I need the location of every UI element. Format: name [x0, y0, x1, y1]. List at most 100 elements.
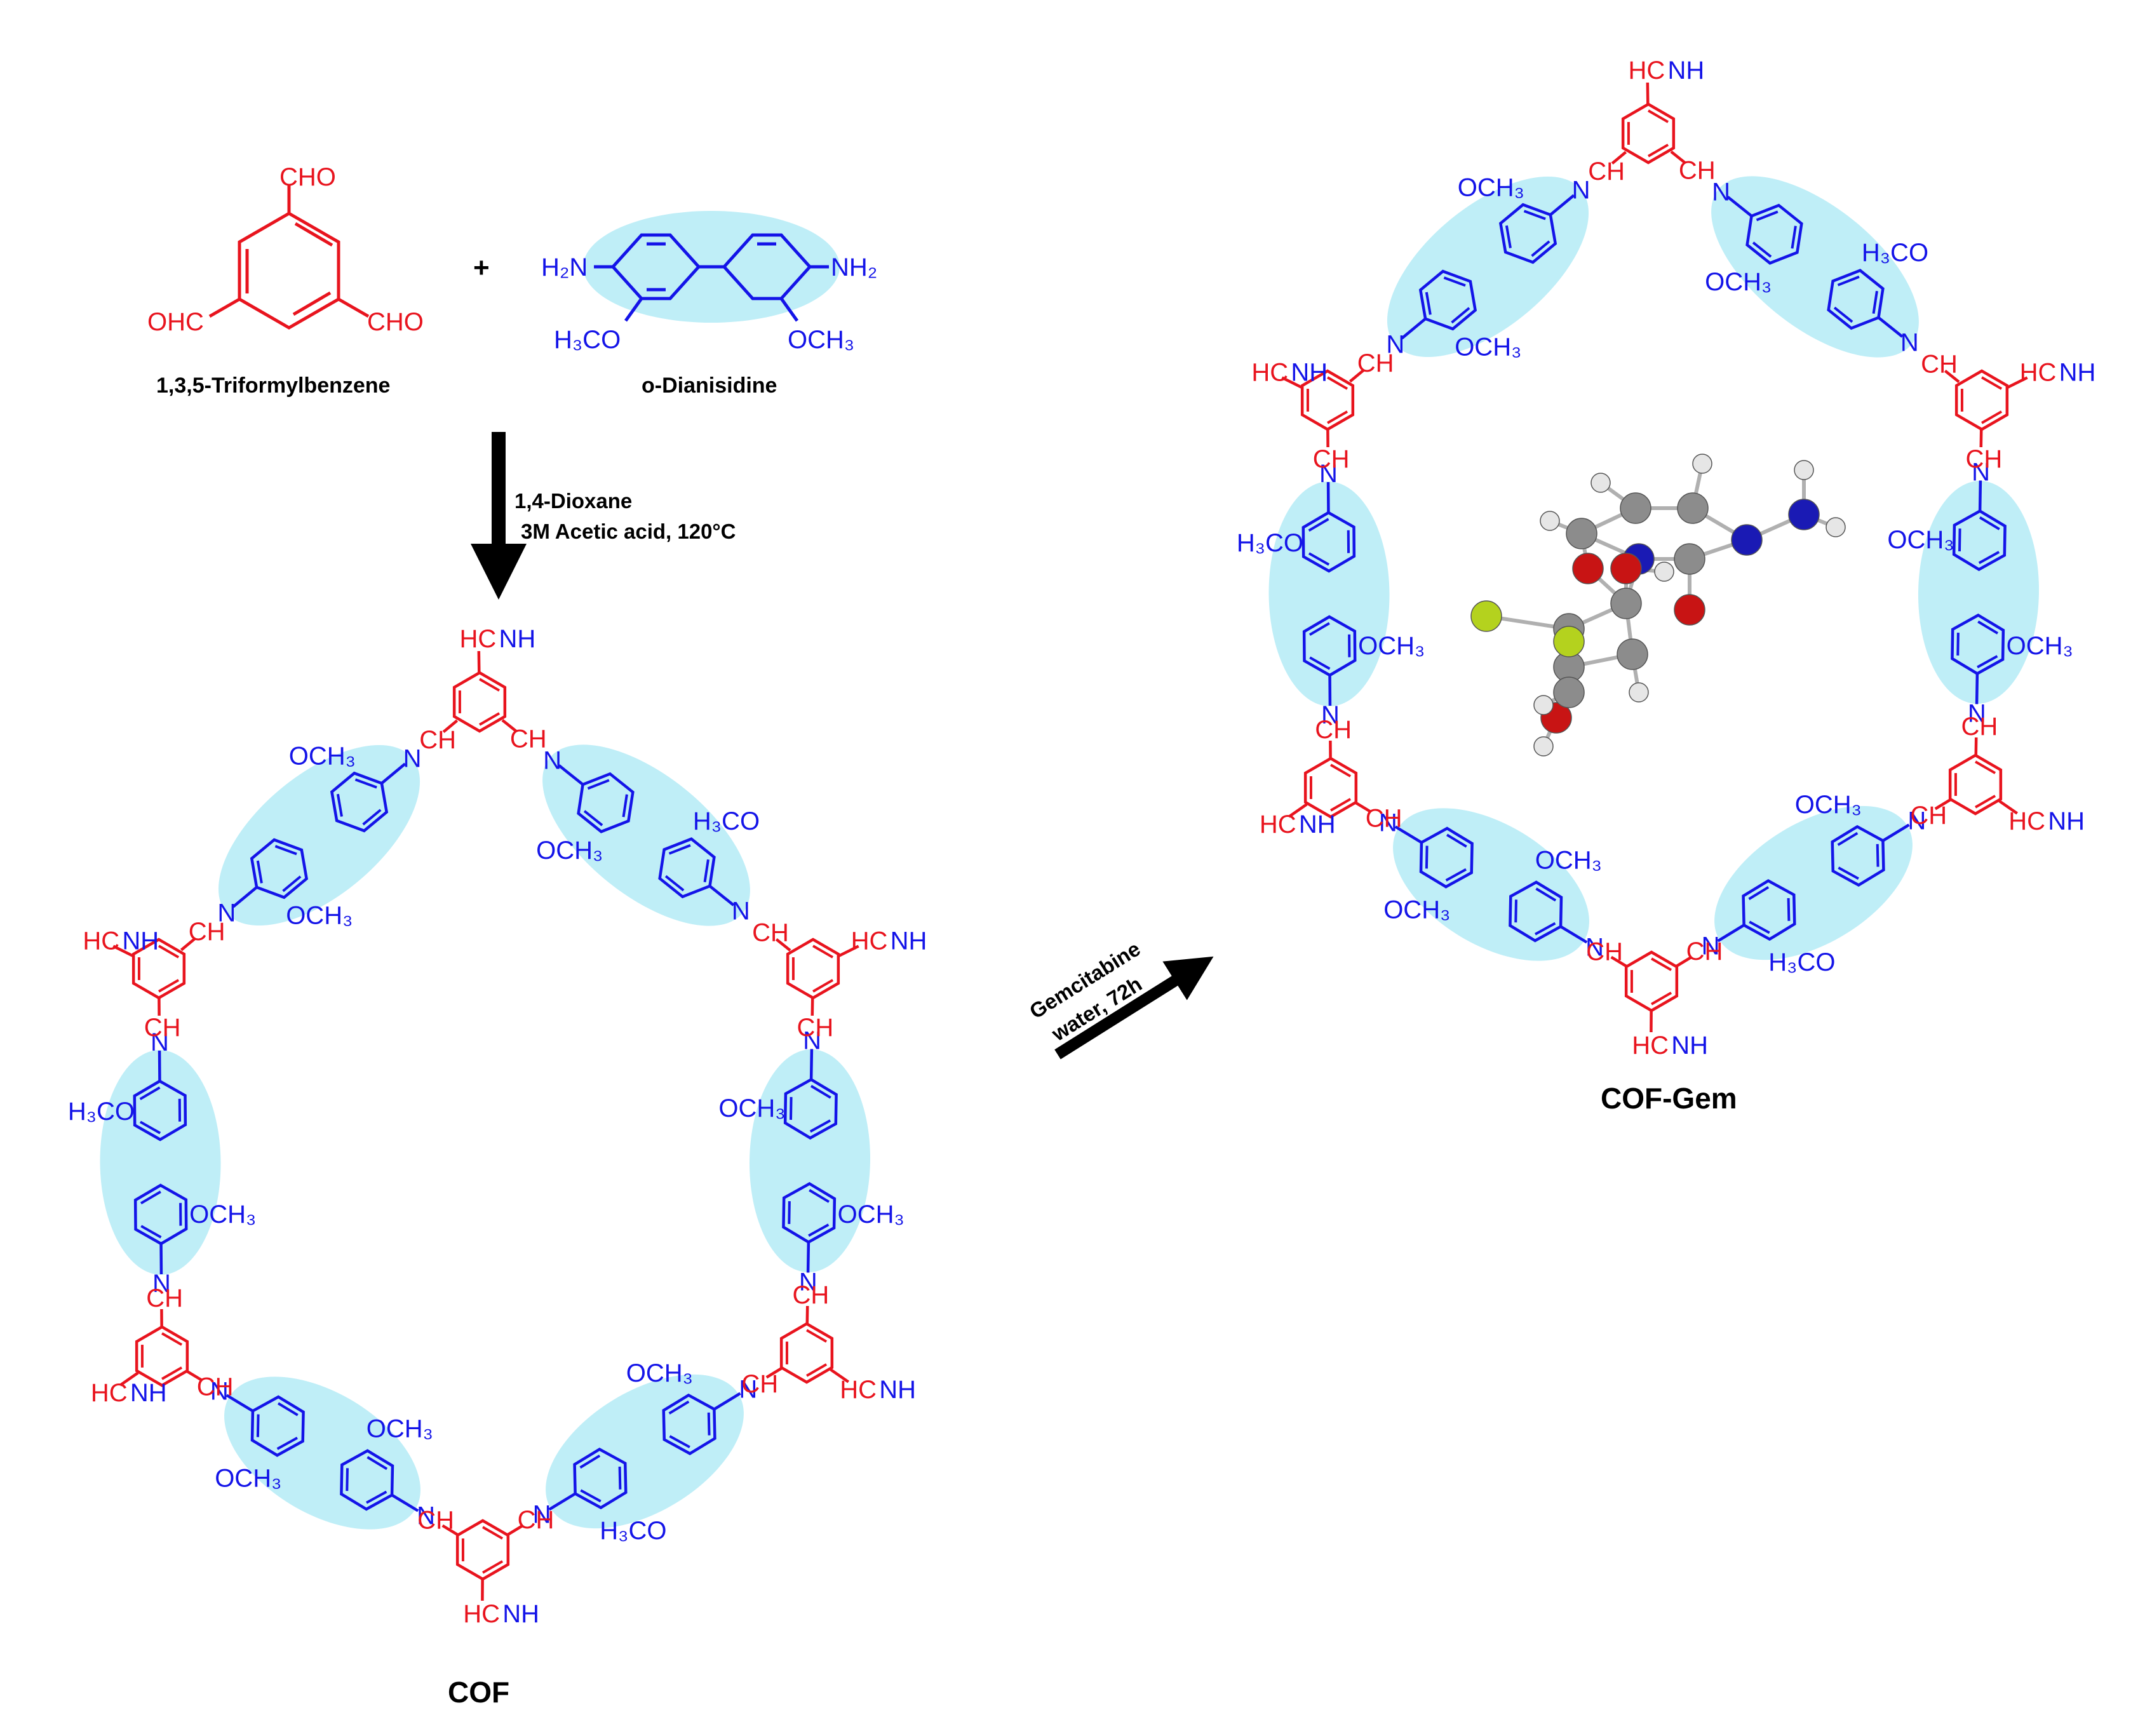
methoxy-label: OCH₃: [1535, 847, 1602, 875]
linker-highlight: [218, 744, 420, 926]
right-methoxy-label: OCH₃: [788, 326, 854, 354]
linker-ring-double-bond: [703, 859, 709, 882]
terminal-nh-label: NH: [879, 1376, 916, 1404]
ball-and-stick-molecule-icon: [1470, 454, 1846, 757]
imine-nitrogen-label: N: [803, 1027, 821, 1055]
node-bond: [2007, 376, 2028, 389]
terminal-nh-label: NH: [1671, 1032, 1708, 1060]
imine-nitrogen-label: N: [151, 1028, 169, 1056]
methoxy-label: OCH₃: [626, 1359, 693, 1387]
methoxy-label: OCH₃: [1887, 526, 1954, 554]
model-atom: [1572, 553, 1604, 584]
model-atom: [1674, 543, 1705, 575]
node-bond: [1610, 955, 1627, 968]
linker-ring-double-bond: [618, 1466, 622, 1490]
node-bond: [1676, 955, 1693, 968]
node-bond: [441, 1524, 459, 1537]
node-ring-double-bond: [478, 678, 501, 692]
methoxy-label: OCH₃: [718, 1094, 785, 1122]
methine-label: CH: [417, 1506, 454, 1534]
node-ring: [1948, 753, 2003, 816]
methine-label: CH: [518, 1506, 555, 1534]
triformylbenzene-structure: [208, 185, 370, 330]
linker-ring-double-bond: [1872, 290, 1878, 314]
node-bond: [1348, 368, 1365, 383]
linker-ring-double-bond: [1446, 833, 1467, 848]
cof-gem-label: COF-Gem: [1601, 1082, 1737, 1115]
methine-label: CH: [1586, 938, 1623, 966]
node-ring-double-bond: [1974, 760, 1996, 774]
methine-label: CH: [1315, 716, 1352, 744]
linker-ring-double-bond: [282, 875, 302, 892]
linker-ring-double-bond: [366, 1490, 387, 1504]
node-bond: [1670, 150, 1686, 164]
node-bond: [765, 1366, 783, 1379]
imine-nitrogen-label: N: [1379, 809, 1397, 837]
linker-ring-double-bond: [139, 1120, 161, 1134]
node-ring-double-bond: [1650, 957, 1672, 971]
terminal-hc-label: HC: [2020, 359, 2057, 387]
imine-nitrogen-label: N: [1968, 699, 1986, 727]
node-ring-double-bond: [478, 712, 501, 726]
linker-ring-double-bond: [274, 845, 297, 856]
linker-ring-double-bond: [1791, 225, 1797, 249]
node-ring: [455, 1519, 510, 1581]
node-bond: [830, 1368, 850, 1383]
linker-ring: [1831, 824, 1885, 887]
node-bond: [507, 1524, 524, 1537]
linker-ring-double-bond: [1535, 887, 1557, 902]
node-ring: [1621, 102, 1676, 165]
methine-label: CH: [1313, 445, 1350, 473]
methoxy-label: OCH₃: [215, 1464, 281, 1492]
node-bond: [1281, 376, 1302, 389]
linker-ring-double-bond: [1837, 831, 1859, 846]
model-atom: [1629, 682, 1649, 703]
terminal-hc-label: HC: [83, 927, 119, 955]
imine-nitrogen-label: N: [1702, 932, 1720, 960]
plus-sign: +: [473, 252, 490, 283]
linker-ring-double-bond: [1443, 276, 1466, 287]
terminal-hc-label: HC: [460, 625, 497, 653]
methine-label: CH: [146, 1284, 183, 1312]
model-atom: [1794, 460, 1814, 480]
node-bond: [442, 719, 459, 734]
linker-ring-double-bond: [810, 1084, 831, 1099]
terminal-nh-label: NH: [122, 927, 159, 955]
linker-bond: [548, 1492, 576, 1511]
node-bond: [1944, 370, 1960, 384]
methine-label: CH: [741, 1370, 778, 1398]
model-atom: [1533, 695, 1554, 715]
linker-ring-double-bond: [256, 1414, 260, 1437]
terminal-nh-label: NH: [130, 1379, 167, 1407]
linker-ring: [662, 1393, 716, 1455]
linker-highlight: [100, 1050, 221, 1275]
terminal-hc-label: HC: [840, 1376, 877, 1404]
methoxy-label: H₃CO: [68, 1098, 135, 1126]
linker-ring: [1418, 269, 1477, 331]
linker-bond: [1878, 316, 1904, 338]
model-atom: [1674, 594, 1705, 626]
node-ring: [1300, 369, 1355, 431]
linker-ring-double-bond: [1756, 210, 1779, 222]
node-ring-double-bond: [1327, 376, 1348, 390]
node-bond: [1288, 803, 1308, 818]
model-atom: [1553, 626, 1585, 657]
methoxy-label: H₃CO: [1237, 529, 1303, 557]
linker-ring-double-bond: [583, 810, 603, 826]
methoxy-label: OCH₃: [286, 901, 353, 929]
linker-bond: [806, 1242, 810, 1273]
node-ring: [786, 938, 840, 1000]
triformylbenzene-name: 1,3,5-Triformylbenzene: [156, 373, 390, 398]
node-ring: [131, 938, 186, 1000]
linker-highlight: [1918, 481, 2040, 704]
imine-nitrogen-label: N: [799, 1268, 817, 1296]
linker-ring-double-bond: [1535, 922, 1556, 936]
linker-bond: [391, 1493, 419, 1512]
terminal-nh-label: NH: [499, 625, 536, 653]
model-atom: [1610, 553, 1642, 584]
terminal-hc-label: HC: [463, 1600, 500, 1628]
dianisidine-name: o-Dianisidine: [642, 373, 777, 398]
linker-ring-double-bond: [1838, 866, 1859, 880]
node-bond: [1934, 798, 1951, 811]
model-atom: [1677, 492, 1709, 524]
